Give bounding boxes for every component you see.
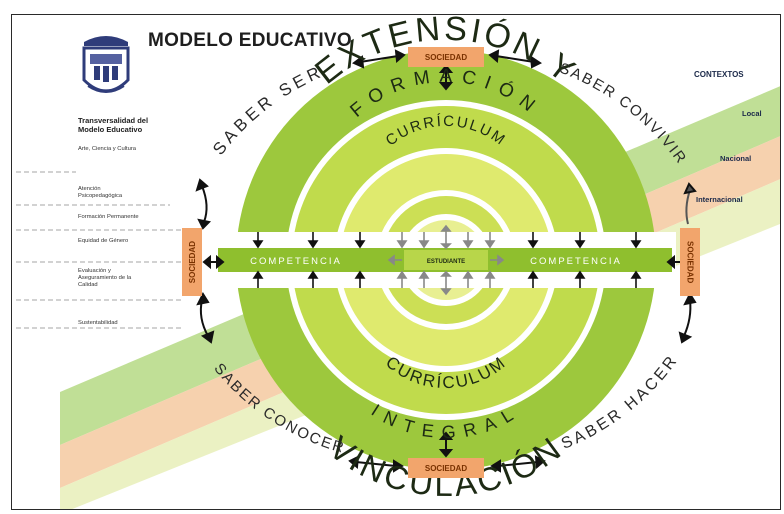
sidebar-guide-lines <box>16 171 184 329</box>
sociedad-box-bottom: SOCIEDAD <box>408 458 484 478</box>
sidebar-item-atencion: Atención Psicopedagógica <box>78 186 123 199</box>
sidebar-item-sustentabilidad: Sustentabilidad <box>78 320 118 326</box>
sidebar-item-formacion: Formación Permanente <box>78 214 139 220</box>
sociedad-connectors <box>195 49 697 473</box>
sidebar-item-arte: Arte, Ciencia y Cultura <box>78 146 136 152</box>
sidebar-heading: Transversalidad del Modelo Educativo <box>78 116 149 134</box>
context-local: Local <box>742 109 762 118</box>
context-internacional: Internacional <box>696 195 743 204</box>
contexts-heading: CONTEXTOS <box>694 70 744 79</box>
sidebar-item-equidad: Equidad de Género <box>78 238 129 244</box>
band-center-block <box>404 250 488 270</box>
sociedad-right-label: SOCIEDAD <box>685 240 695 284</box>
sociedad-box-top: SOCIEDAD <box>408 47 484 67</box>
estudiante-label: ESTUDIANTE <box>427 259 465 265</box>
university-crest-logo <box>82 36 130 93</box>
page-title: MODELO EDUCATIVO <box>148 30 352 51</box>
sociedad-box-right: SOCIEDAD <box>680 228 700 296</box>
sociedad-box-left: SOCIEDAD <box>182 228 202 296</box>
competencia-right-label: COMPETENCIA <box>530 256 622 267</box>
context-nacional: Nacional <box>720 154 752 163</box>
band-arrows <box>252 224 642 296</box>
competencia-left-label: COMPETENCIA <box>250 256 342 267</box>
sidebar-item-evaluacion: Evaluación y Aseguramiento de la Calidad <box>78 268 132 288</box>
transversality-sidebar: Transversalidad del Modelo Educativo <box>78 116 188 134</box>
sociedad-left-label: SOCIEDAD <box>187 240 197 284</box>
